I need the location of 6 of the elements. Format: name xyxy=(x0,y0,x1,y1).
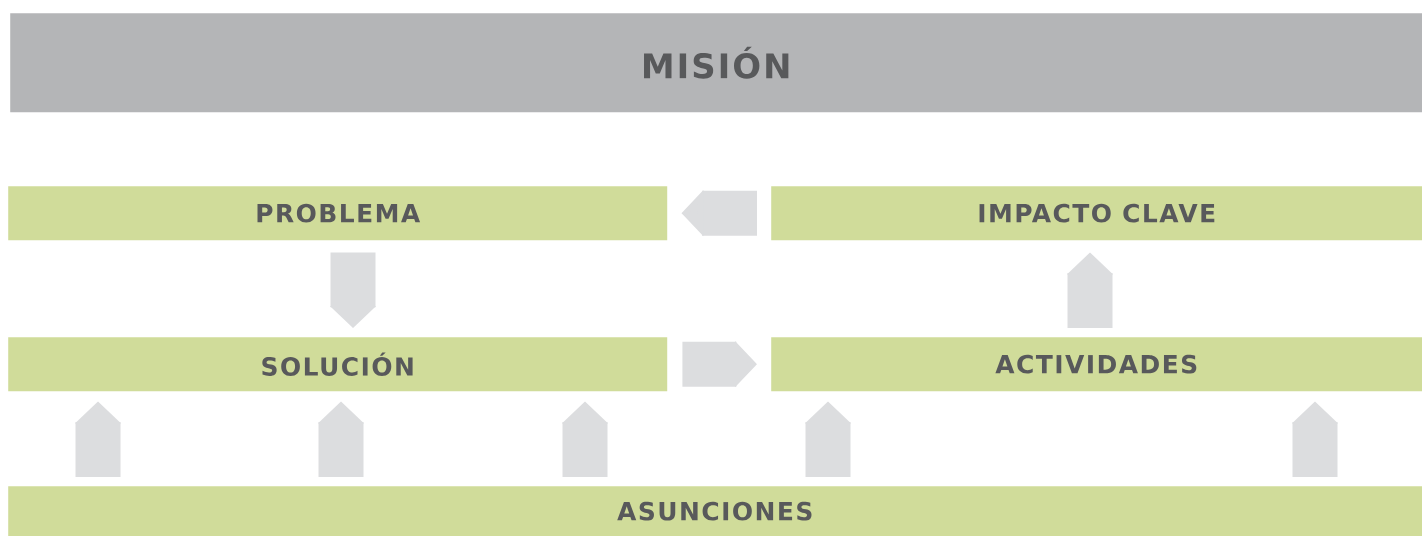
title-banner: MISIÓN xyxy=(10,13,1422,113)
process-box: SOLUCIÓN xyxy=(8,337,668,392)
process-box: ASUNCIONES xyxy=(8,486,1422,536)
process-box: IMPACTO CLAVE xyxy=(771,186,1422,241)
process-box: PROBLEMA xyxy=(8,186,668,241)
process-box: ACTIVIDADES xyxy=(771,337,1422,392)
